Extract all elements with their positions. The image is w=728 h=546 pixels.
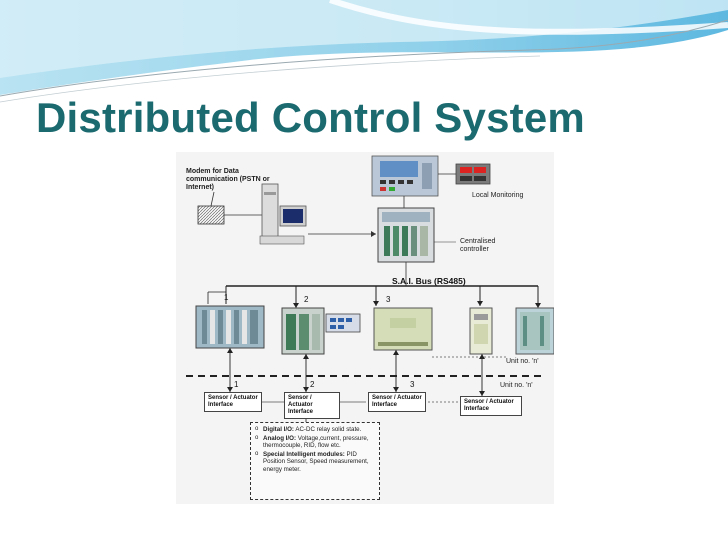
unit-1-rack-icon <box>195 305 265 349</box>
legend-item-digital: Digital I/O: AC-DC relay solid state. <box>255 426 375 434</box>
unit-n-label-top: Unit no. 'n' <box>506 358 539 365</box>
sai-interface-box-2: Sensor / Actuator Interface <box>284 392 340 419</box>
unit-module-icon <box>469 307 493 355</box>
dcs-diagram: Modem for Data communication (PSTN or In… <box>176 152 554 504</box>
unit-n-module-icon <box>515 307 554 355</box>
sai-bus-label: S.A.I. Bus (RS485) <box>392 276 466 286</box>
sai-interface-box-n: Sensor / Actuator Interface <box>460 396 522 416</box>
modem-box <box>197 205 225 225</box>
slide-title: Distributed Control System <box>36 94 585 141</box>
unit-3-module-icon <box>373 307 433 351</box>
header-wave-decoration <box>0 0 728 103</box>
central-controller-icon <box>377 207 435 263</box>
legend-digital-heading: Digital I/O: <box>263 426 294 433</box>
unit-n-label-bottom: Unit no. 'n' <box>500 382 533 389</box>
modem-label: Modem for Data communication (PSTN or In… <box>186 168 270 191</box>
legend-special-text: PID Position Sensor, Speed measurement, … <box>263 450 369 473</box>
unit-number-3-bottom: 3 <box>410 380 415 389</box>
legend-digital-text: AC-DC relay solid state. <box>293 426 362 433</box>
unit-number-1-bottom: 1 <box>234 380 239 389</box>
unit-number-2-top: 2 <box>304 295 309 304</box>
unit-number-2-bottom: 2 <box>310 380 315 389</box>
legend-item-special: Special Intelligent modules: PID Positio… <box>255 451 375 474</box>
unit-2-rack-icon <box>281 307 361 355</box>
modem-antenna-line <box>210 191 215 207</box>
sai-interface-box-3: Sensor / Actuator Interface <box>368 392 426 412</box>
sai-interface-box-1: Sensor / Actuator Interface <box>204 392 262 412</box>
legend-analog-heading: Analog I/O: <box>263 434 296 442</box>
legend-item-analog: Analog I/O: Voltage,current, pressure, t… <box>255 435 375 450</box>
centralised-controller-label: Centralised controller <box>460 238 496 253</box>
legend-analog-text: Voltage,current, pressure, thermocouple,… <box>263 434 369 450</box>
unit-number-3-top: 3 <box>386 295 391 304</box>
io-legend-box: Digital I/O: AC-DC relay solid state. An… <box>250 422 380 500</box>
unit-number-1-top: 1 <box>224 293 229 302</box>
local-monitoring-label: Local Monitoring <box>472 192 524 199</box>
display-meter-icon <box>455 163 491 185</box>
legend-special-heading: Special Intelligent modules: <box>263 450 345 458</box>
computer-icon <box>259 183 307 245</box>
hmi-panel-icon <box>371 155 439 197</box>
diagram-graphics <box>186 155 554 422</box>
